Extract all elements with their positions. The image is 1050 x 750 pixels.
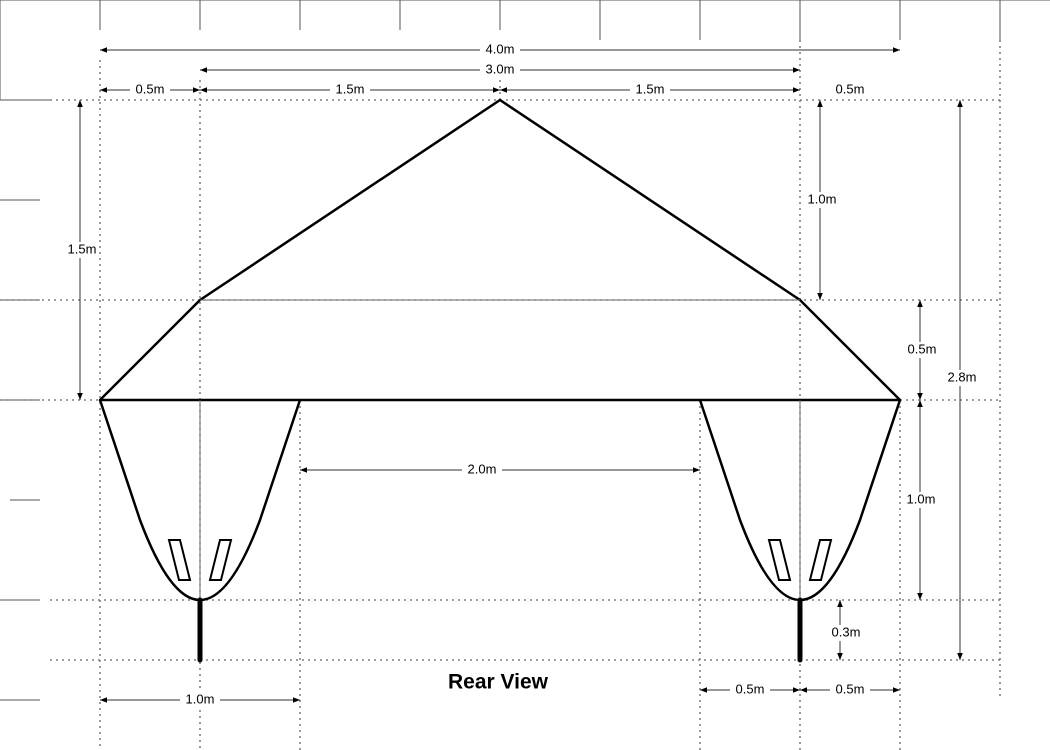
wing bbox=[98, 98, 902, 402]
left-fin bbox=[208, 539, 233, 581]
dim-right-overhang: 0.5m bbox=[836, 81, 865, 96]
left-pod bbox=[98, 399, 302, 663]
dim-right-pod-right: 0.5m bbox=[836, 681, 865, 696]
dim-left-height: 1.5m bbox=[68, 241, 97, 256]
guide-lines bbox=[0, 40, 1001, 750]
dimension-lines bbox=[77, 47, 963, 703]
dim-right-pod-left: 0.5m bbox=[736, 681, 765, 696]
dim-overall-span: 4.0m bbox=[486, 41, 515, 56]
ruler bbox=[0, 0, 1050, 701]
dim-stem-height: 0.3m bbox=[832, 624, 861, 639]
dim-mid-height: 0.5m bbox=[908, 341, 937, 356]
dim-left-overhang: 0.5m bbox=[136, 81, 165, 96]
dim-left-half: 1.5m bbox=[336, 81, 365, 96]
left-fin bbox=[167, 539, 192, 581]
dimension-labels: 4.0m 3.0m 0.5m 1.5m 1.5m 0.5m 1.5m 1.0m … bbox=[64, 41, 979, 708]
right-pod bbox=[698, 399, 902, 663]
diagram-title: Rear View bbox=[448, 671, 549, 694]
dim-pod-height: 1.0m bbox=[907, 491, 936, 506]
dim-peak-height: 1.0m bbox=[808, 191, 837, 206]
dim-pod-width: 1.0m bbox=[186, 691, 215, 706]
dim-right-half: 1.5m bbox=[636, 81, 665, 96]
dim-inner-span: 3.0m bbox=[486, 61, 515, 76]
right-fin bbox=[767, 539, 792, 581]
right-fin bbox=[808, 539, 833, 581]
dim-pod-gap: 2.0m bbox=[468, 461, 497, 476]
dim-total-height: 2.8m bbox=[948, 369, 977, 384]
